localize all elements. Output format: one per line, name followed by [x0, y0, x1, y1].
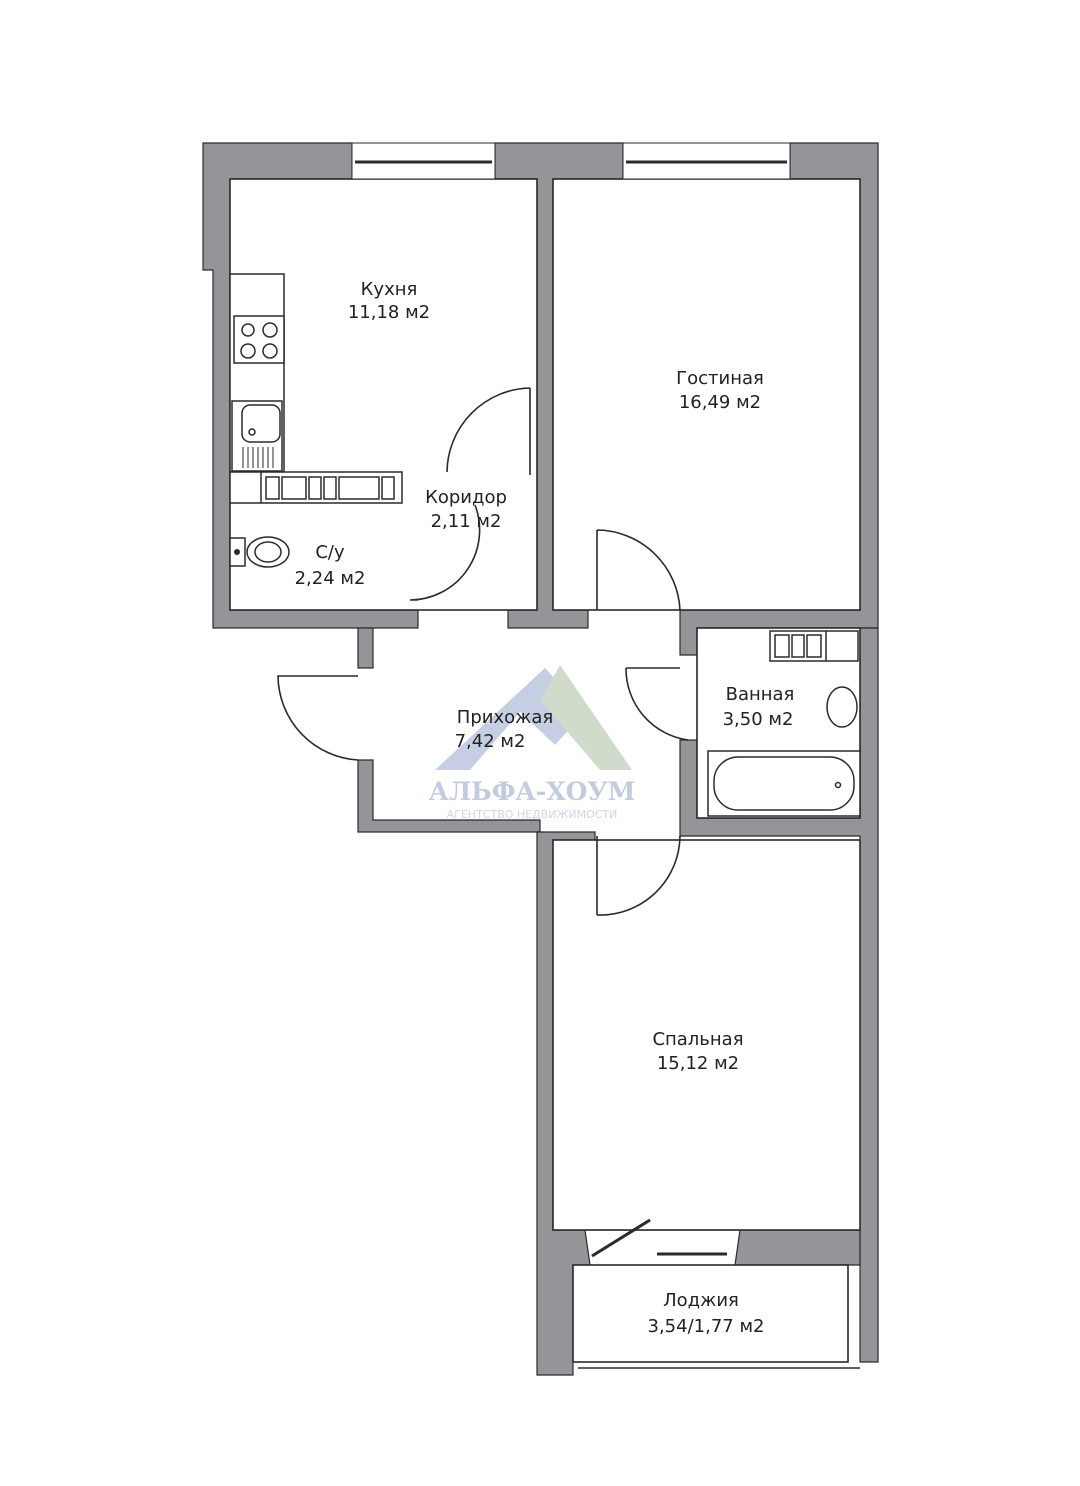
kitchen-area: 11,18 м2 [348, 302, 430, 323]
kitchen-door [446, 387, 531, 475]
bedroom-name: Спальная [652, 1029, 743, 1050]
kitchen-fixtures [229, 273, 403, 504]
watermark-tagline: АГЕНТСТВО НЕДВИЖИМОСТИ [447, 808, 618, 821]
loggia-area: 3,54/1,77 м2 [648, 1316, 765, 1337]
corridor-name: Коридор [425, 487, 507, 508]
entrance-door [277, 675, 359, 761]
hallway-area: 7,42 м2 [455, 731, 526, 752]
hallway-name: Прихожая [457, 707, 553, 728]
bathroom-area: 3,50 м2 [723, 709, 794, 730]
watermark-brand: АЛЬФА-ХОУМ [429, 777, 636, 806]
bathroom-door [625, 667, 689, 741]
living-door [596, 529, 681, 611]
loggia-name: Лоджия [663, 1290, 739, 1311]
watermark-logo: АЛЬФА-ХОУМ АГЕНТСТВО НЕДВИЖИМОСТИ [429, 665, 636, 821]
washbasin-icon [826, 686, 858, 728]
windows [351, 142, 791, 1258]
living-area: 16,49 м2 [679, 392, 761, 413]
room-labels: Кухня 11,18 м2 Гостиная 16,49 м2 Коридор… [295, 279, 795, 1337]
wc-door [409, 504, 481, 601]
bathroom-name: Ванная [726, 684, 795, 705]
wc-name: С/у [315, 542, 345, 563]
bathroom-fixtures [707, 630, 861, 817]
corridor-area: 2,11 м2 [431, 511, 502, 532]
toilet-icon [229, 536, 290, 568]
kitchen-name: Кухня [361, 279, 418, 300]
bedroom-area: 15,12 м2 [657, 1053, 739, 1074]
stove-icon [233, 315, 285, 364]
wc-area: 2,24 м2 [295, 568, 366, 589]
room-bedroom [552, 839, 861, 1231]
room-loggia [572, 1264, 849, 1363]
bedroom-door [596, 835, 681, 916]
living-name: Гостиная [676, 368, 764, 389]
doors [277, 387, 689, 916]
